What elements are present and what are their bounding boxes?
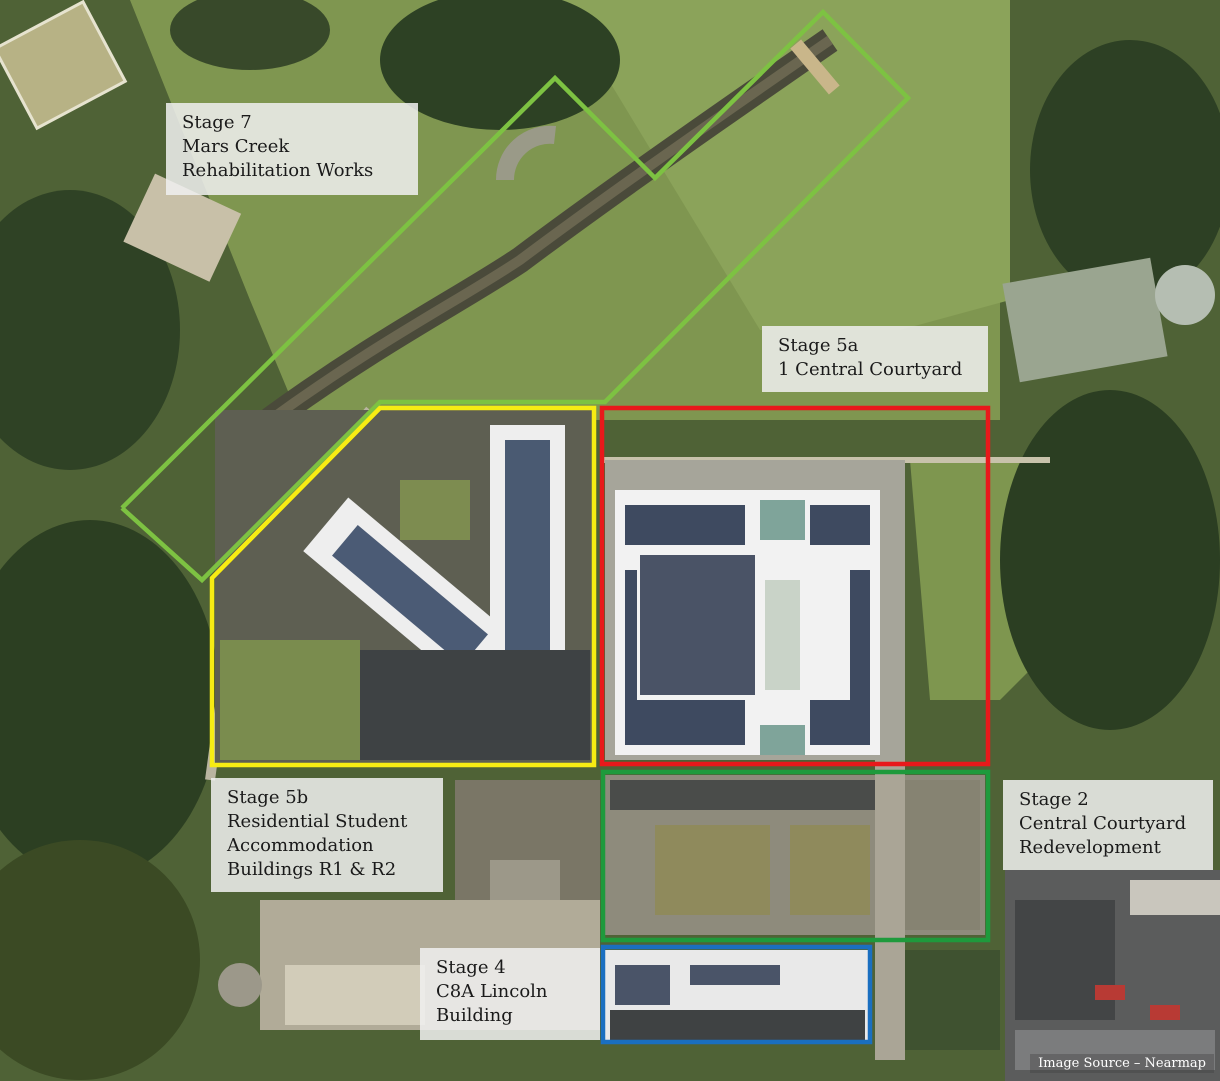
stage-5b-label: Stage 5b Residential Student Accommodati… [211, 778, 443, 892]
stage-7-label: Stage 7 Mars Creek Rehabilitation Works [166, 103, 418, 195]
courtyard-lawn [655, 825, 770, 915]
stage-4-label-line-2: C8A Lincoln [436, 981, 548, 1002]
building-southeast-roof [1015, 900, 1115, 1020]
tree-canopy [380, 0, 620, 130]
building-southeast-wing [1015, 1030, 1215, 1070]
red-roof-unit [1095, 985, 1125, 1000]
stage-4-label-line-3: Building [436, 1005, 513, 1026]
tree-canopy [0, 190, 180, 470]
lawn [400, 480, 470, 540]
courtyard-lawn [790, 825, 870, 915]
amphitheatre [495, 125, 556, 181]
solar-panels [690, 965, 780, 985]
stage-4-label-line-1: Stage 4 [436, 957, 506, 978]
paved-area [905, 780, 980, 930]
building-west [123, 173, 242, 282]
tree-canopy [0, 520, 220, 880]
stage-5a-label: Stage 5a 1 Central Courtyard [762, 326, 988, 392]
stage-4-label: Stage 4 C8A Lincoln Building [420, 948, 600, 1040]
stage-2-outline [600, 769, 991, 943]
grass-field-north [560, 0, 1010, 330]
stage-4-outline [600, 944, 873, 1045]
round-structure [218, 963, 262, 1007]
solar-panels [625, 570, 637, 700]
garden-southeast [905, 950, 1000, 1050]
footbridge [790, 39, 840, 95]
building-shadow [610, 780, 880, 810]
stage-5b-label-line-1: Stage 5b [227, 787, 309, 808]
building-northeast [1002, 257, 1168, 383]
building-shadow [360, 650, 590, 760]
round-tank [1155, 265, 1215, 325]
stage-2-label-line-3: Redevelopment [1019, 837, 1161, 858]
stage-7-label-line-1: Stage 7 [182, 112, 252, 133]
atrium [765, 580, 800, 690]
solar-panels [850, 570, 870, 700]
solar-roof-array [640, 555, 755, 695]
stage-2-label-line-1: Stage 2 [1019, 789, 1089, 810]
stage-7-label-line-2: Mars Creek [182, 136, 290, 157]
stage-5b-label-line-2: Residential Student [227, 811, 408, 832]
roof-skylight [760, 725, 805, 755]
roof-skylight [760, 500, 805, 540]
solar-panels [625, 505, 745, 545]
stage-5b-label-line-4: Buildings R1 & R2 [227, 859, 397, 880]
stage-5b-label-line-3: Accommodation [227, 835, 374, 856]
tree-canopy [1030, 40, 1220, 300]
red-roof-unit [1150, 1005, 1180, 1020]
tree-canopy [1000, 390, 1220, 730]
building-southeast-wing [1130, 880, 1220, 915]
sports-court [0, 0, 128, 131]
solar-panels-r1 [332, 525, 488, 665]
solar-panels [810, 505, 870, 545]
solar-panels-r2 [505, 440, 550, 665]
solar-panels [810, 700, 870, 745]
tree-canopy [170, 0, 330, 70]
building-shadow [610, 1010, 865, 1040]
solar-panels [625, 700, 745, 745]
stage-7-outline [120, 8, 912, 584]
tree-canopy [0, 840, 200, 1080]
solar-panels [615, 965, 670, 1005]
lawn [220, 640, 360, 760]
footpath-east [875, 760, 905, 1060]
stage-5b-outline [209, 405, 597, 768]
stage-5a-outline [599, 405, 991, 767]
stage-5a-label-line-2: 1 Central Courtyard [778, 359, 963, 380]
stage-2-label: Stage 2 Central Courtyard Redevelopment [1003, 780, 1213, 870]
stage-5a-label-line-1: Stage 5a [778, 335, 859, 356]
stage-7-label-line-3: Rehabilitation Works [182, 160, 374, 181]
stage-2-label-line-2: Central Courtyard [1019, 813, 1187, 834]
building-southwest-roof [285, 965, 425, 1025]
image-source-credit: Image Source – Nearmap [1030, 1054, 1214, 1073]
